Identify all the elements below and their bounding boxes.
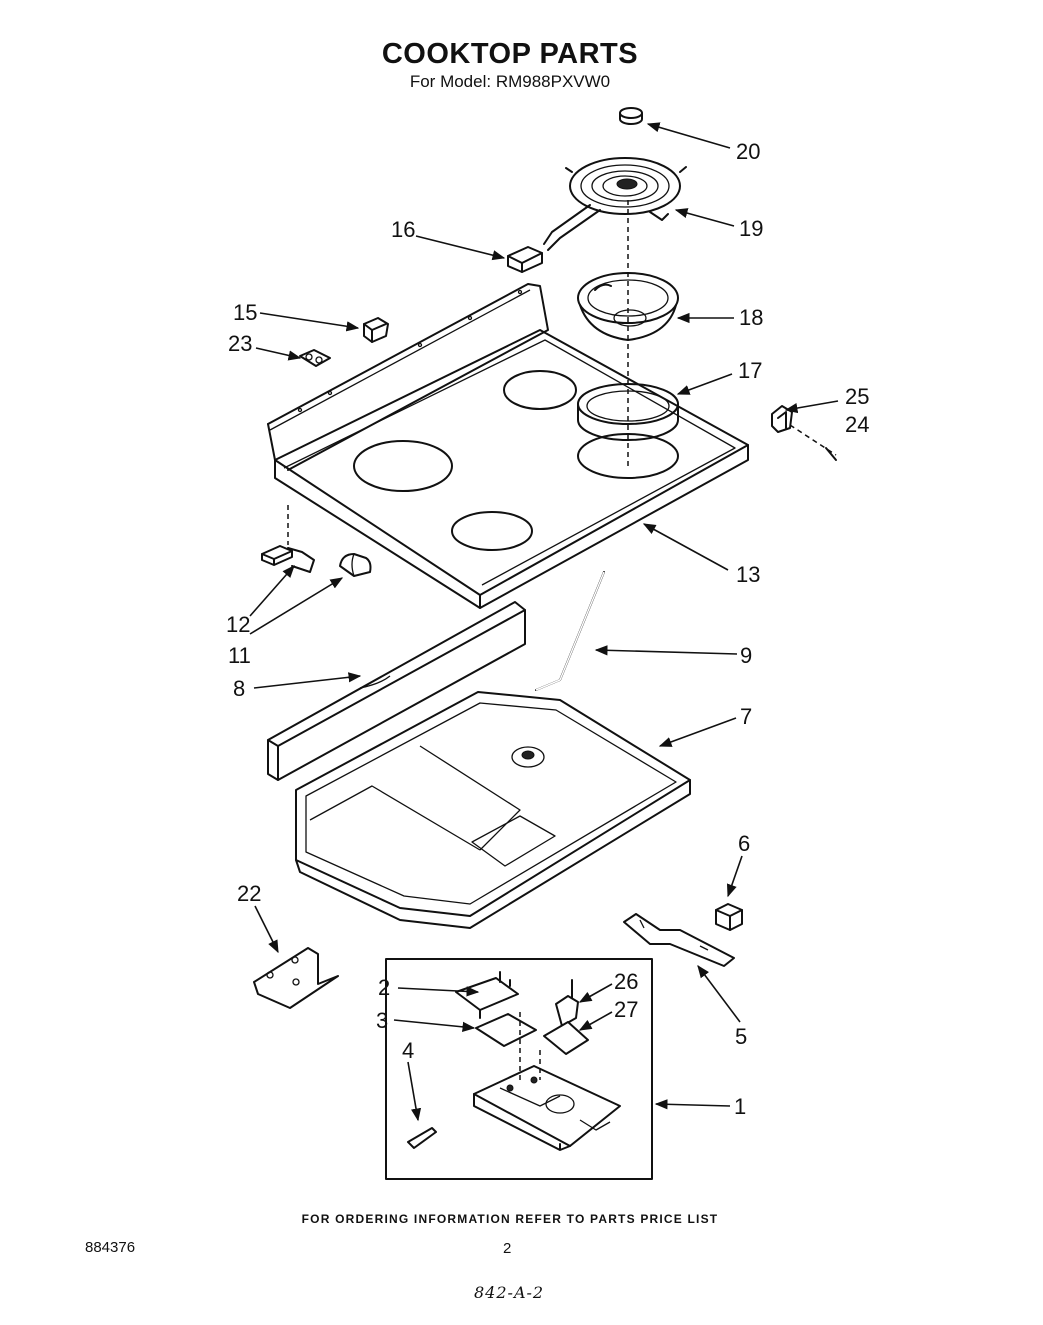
callout-19: 19 bbox=[739, 216, 763, 241]
callout-15: 15 bbox=[233, 300, 257, 325]
callout-2: 2 bbox=[378, 975, 390, 1000]
ordering-note: FOR ORDERING INFORMATION REFER TO PARTS … bbox=[301, 1212, 719, 1226]
part-13-cooktop bbox=[267, 283, 749, 609]
part-4-clip bbox=[407, 1127, 437, 1149]
callout-7: 7 bbox=[740, 704, 752, 729]
callout-3: 3 bbox=[376, 1008, 388, 1033]
part-23-bracket bbox=[299, 349, 331, 367]
part-9-rod bbox=[535, 571, 605, 691]
part-22-bracket bbox=[253, 947, 339, 1009]
model-subtitle: For Model: RM988PXVW0 bbox=[409, 72, 611, 91]
part-15-clip bbox=[363, 317, 389, 343]
callout-9: 9 bbox=[740, 643, 752, 668]
callout-27: 27 bbox=[614, 997, 638, 1022]
callout-6: 6 bbox=[738, 831, 750, 856]
part-26-relay bbox=[555, 979, 579, 1027]
part-20-cap bbox=[619, 107, 643, 125]
part-16-terminal-block bbox=[507, 246, 543, 273]
callout-26: 26 bbox=[614, 969, 638, 994]
callout-13: 13 bbox=[736, 562, 760, 587]
page-number: 2 bbox=[503, 1240, 512, 1257]
callout-11: 11 bbox=[228, 643, 251, 668]
callout-16: 16 bbox=[391, 217, 415, 242]
part-19-surface-element bbox=[543, 157, 687, 251]
part-3-insulator bbox=[475, 1013, 537, 1047]
part-8-front-channel bbox=[267, 601, 526, 781]
part-2-switch bbox=[455, 971, 519, 1019]
callout-numbers: 20 19 16 18 17 15 23 25 24 13 12 11 9 8 … bbox=[226, 139, 869, 1119]
document-number: 884376 bbox=[85, 1239, 136, 1256]
callout-25: 25 bbox=[845, 384, 869, 409]
switch-kit-box bbox=[385, 958, 653, 1180]
callout-1: 1 bbox=[734, 1094, 746, 1119]
callout-8: 8 bbox=[233, 676, 245, 701]
part-12-terminal bbox=[261, 545, 315, 573]
callout-20: 20 bbox=[736, 139, 760, 164]
handwritten-code: 842-A-2 bbox=[474, 1283, 545, 1302]
page-title: COOKTOP PARTS bbox=[381, 38, 639, 70]
callout-17: 17 bbox=[738, 358, 762, 383]
part-5-strap bbox=[623, 913, 735, 967]
callout-23: 23 bbox=[228, 331, 252, 356]
leader-lines bbox=[249, 122, 839, 1122]
callout-4: 4 bbox=[402, 1038, 414, 1063]
part-27-bracket bbox=[543, 1021, 589, 1055]
callout-22: 22 bbox=[237, 881, 261, 906]
part-11-clip bbox=[339, 553, 372, 577]
part-24-screw bbox=[825, 447, 837, 461]
part-1-switch-assembly bbox=[473, 1065, 621, 1151]
callout-18: 18 bbox=[739, 305, 763, 330]
callout-5: 5 bbox=[735, 1024, 747, 1049]
callout-12: 12 bbox=[226, 612, 250, 637]
part-6-grommet bbox=[715, 903, 743, 931]
callout-24: 24 bbox=[845, 412, 869, 437]
part-7-burner-box bbox=[295, 691, 691, 929]
